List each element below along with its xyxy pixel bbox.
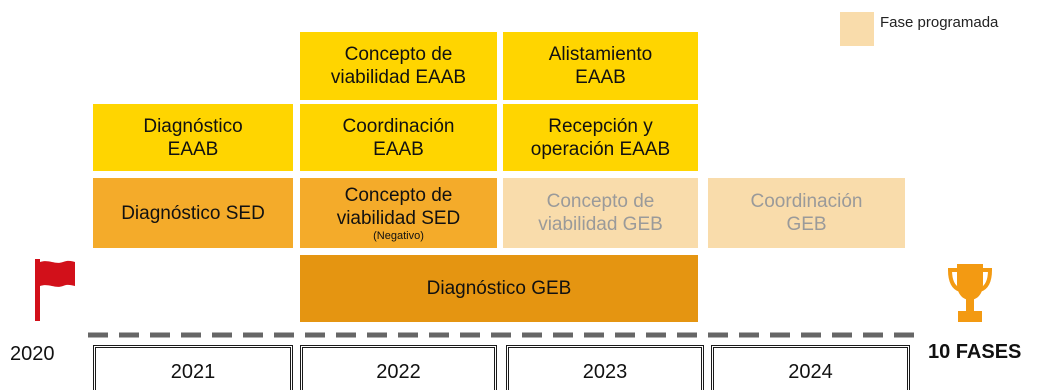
phase-label: Diagnóstico EAAB	[143, 115, 243, 160]
year-2024: 2024	[711, 345, 910, 390]
trophy-icon	[947, 262, 993, 324]
total-phases-label: 10 FASES	[928, 341, 1022, 363]
legend-label: Fase programada	[880, 14, 999, 31]
phase-label: Concepto de viabilidad EAAB	[330, 44, 467, 88]
phase-label: Concepto de viabilidad GEB	[538, 191, 663, 235]
phase-concepto-viabilidad-geb: Concepto de viabilidad GEB	[503, 178, 698, 248]
red-flag-icon	[33, 259, 78, 321]
phase-label: Alistamiento EAAB	[548, 44, 653, 88]
phase-label: Concepto de viabilidad SED	[336, 184, 461, 229]
year-2022: 2022	[300, 345, 497, 390]
phase-diagnostico-sed: Diagnóstico SED	[93, 178, 293, 248]
start-year-label: 2020	[10, 343, 55, 365]
phase-concepto-viabilidad-eaab: Concepto de viabilidad EAAB	[300, 32, 497, 100]
phase-label: Recepción y operación EAAB	[530, 115, 671, 160]
legend-swatch-programmed	[840, 12, 874, 46]
year-2023: 2023	[506, 345, 704, 390]
phase-label: Coordinación GEB	[750, 191, 863, 235]
phase-label: Diagnóstico GEB	[426, 278, 572, 299]
phase-label: Coordinación EAAB	[342, 115, 455, 160]
phase-recepcion-operacion-eaab: Recepción y operación EAAB	[503, 104, 698, 171]
phase-label: Diagnóstico SED	[121, 202, 265, 224]
phase-concepto-viabilidad-sed: Concepto de viabilidad SED (Negativo)	[300, 178, 497, 248]
timeline-line	[88, 325, 918, 338]
phase-alistamiento-eaab: Alistamiento EAAB	[503, 32, 698, 100]
phase-diagnostico-eaab: Diagnóstico EAAB	[93, 104, 293, 171]
phase-note: (Negativo)	[373, 229, 424, 242]
phase-coordinacion-eaab: Coordinación EAAB	[300, 104, 497, 171]
year-2021: 2021	[93, 345, 293, 390]
phase-diagnostico-geb: Diagnóstico GEB	[300, 255, 698, 322]
phase-coordinacion-geb: Coordinación GEB	[708, 178, 905, 248]
